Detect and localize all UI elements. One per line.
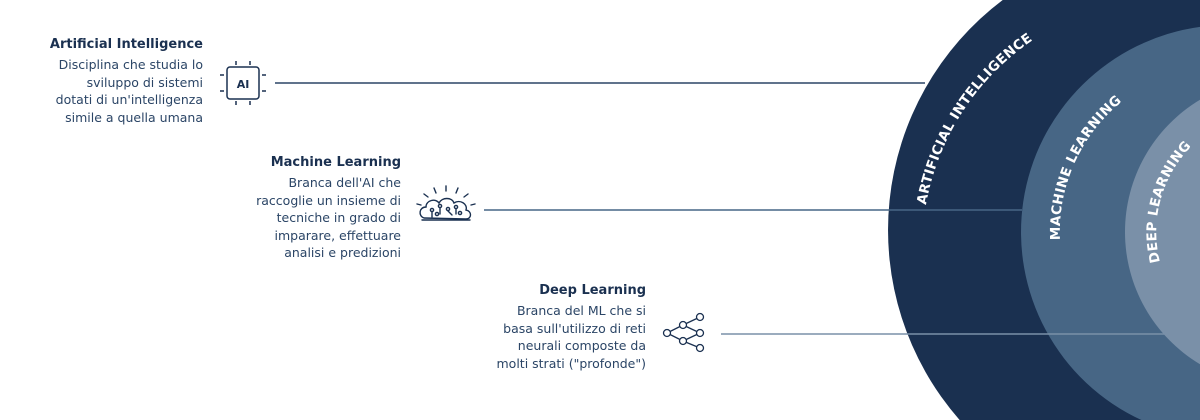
brain-cloud-icon <box>416 185 476 221</box>
ai-desc-line: Disciplina che studia lo <box>58 57 203 72</box>
ai-description-text: Disciplina che studia lo sviluppo di sis… <box>0 56 203 126</box>
ai-chip-label: AI <box>237 78 250 91</box>
ml-title: Machine Learning <box>270 155 401 170</box>
ml-description-text: Branca dell'AI che raccoglie un insieme … <box>181 174 401 262</box>
dl-title: Deep Learning <box>539 283 646 298</box>
dl-description: Deep Learning Branca del ML che si basa … <box>426 283 647 372</box>
ring-deep-learning <box>1124 99 1200 365</box>
dl-desc-line: basa sull'utilizzo di reti <box>503 320 646 336</box>
dl-desc-line: Branca del ML che si <box>516 303 646 318</box>
ml-desc-line: tecniche in grado di <box>276 210 401 226</box>
ai-desc-line: sviluppo di sistemi <box>86 74 203 90</box>
dl-description-text: Branca del ML che si basa sull'utilizzo … <box>426 302 647 372</box>
ml-desc-line: raccoglie un insieme di <box>256 192 401 208</box>
ml-desc-line: Branca dell'AI che <box>288 175 401 190</box>
ai-desc-line: dotati di un'intelligenza <box>55 92 203 108</box>
neural-network-icon <box>662 312 705 353</box>
ai-title: Artificial Intelligence <box>49 37 203 52</box>
ai-desc-line: simile a quella umana <box>65 109 203 125</box>
dl-desc-line: molti strati ("profonde") <box>496 355 647 371</box>
ai-description: Artificial Intelligence Disciplina che s… <box>0 37 203 126</box>
dl-desc-line: neurali composte da <box>517 338 646 354</box>
ai-chip-icon: AI <box>220 61 266 105</box>
ml-desc-line: imparare, effettuare <box>274 227 401 243</box>
ml-desc-line: analisi e predizioni <box>284 245 401 261</box>
ml-description: Machine Learning Branca dell'AI che racc… <box>181 155 401 262</box>
